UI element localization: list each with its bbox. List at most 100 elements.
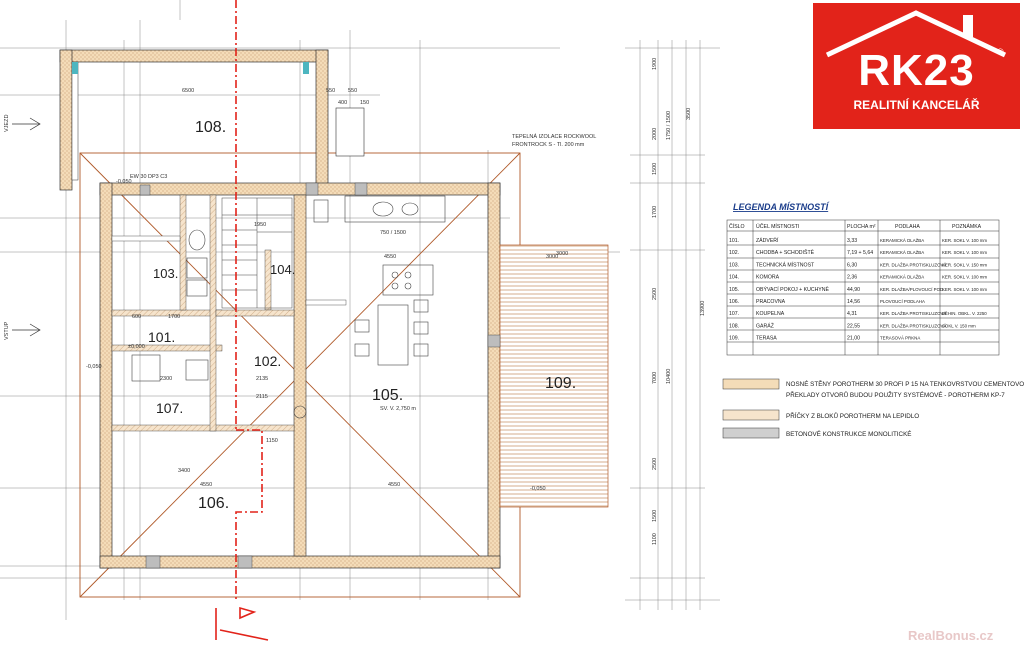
legend-cell: 21,00 (847, 336, 860, 342)
kitchen-furniture (313, 195, 446, 366)
room-label-105: 105. (372, 387, 403, 404)
legend-cell: PLOVOUCÍ PODLAHA (880, 299, 925, 304)
legend-cell: 3,33 (847, 238, 857, 244)
legend-cell: 22,55 (847, 323, 860, 329)
legend-cell: 4,31 (847, 311, 857, 317)
legend-cell: TERASOVÁ PRKNA (880, 336, 920, 341)
legend-col-note: POZNÁMKA (952, 223, 982, 230)
dim-top-0: 6500 (182, 88, 194, 94)
legend-cell: KER. SOKL V. 100 mm (942, 287, 987, 292)
legend-cell: 14,56 (847, 299, 860, 305)
material-label-concrete: BETONOVÉ KONSTRUKCE MONOLITICKÉ (786, 429, 912, 438)
dim-right-4: 1750 / 1500 (666, 111, 672, 140)
dim-right-1: 2000 (652, 128, 658, 140)
level-garage: -0,050 (116, 179, 132, 185)
dim-right-13: 3000 (556, 251, 568, 257)
dim-mid-7: 2115 (256, 394, 268, 400)
dim-right-12: 1100 (652, 533, 658, 545)
house-walls (99, 182, 501, 569)
dim-right-9: 13900 (700, 301, 706, 316)
logo-registered: ® (997, 47, 1004, 57)
company-logo: RK23 ® REALITNÍ KANCELÁŘ (813, 3, 1020, 129)
dim-top-4: 150 (360, 100, 369, 106)
legend-cell: KER. SOKL V. 150 mm (942, 262, 987, 267)
legend-cell: BĚHIN. OBKL. V. 2250 (942, 311, 987, 316)
room-label-104: 104. (270, 262, 295, 277)
legend-cell: KER. DLAŽBA PROTISKLUZOVÁ (880, 323, 946, 328)
concrete-columns (139, 182, 501, 569)
terrace (499, 244, 609, 508)
legend-cell: TECHNICKÁ MÍSTNOST (756, 261, 815, 268)
legend-cell: 44,90 (847, 287, 860, 293)
legend-cell: 108. (729, 323, 739, 329)
room-label-102: 102. (254, 353, 281, 369)
dim-mid-8: 1150 (266, 438, 278, 444)
legend-table (726, 219, 1000, 356)
logo-subtitle: REALITNÍ KANCELÁŘ (853, 98, 980, 112)
legend-cell: KER. DLAŽBA/PLOVOUCÍ POD. (880, 287, 944, 292)
legend-col-purpose: ÚČEL MÍSTNOSTI (756, 223, 799, 230)
watermark: RealBonus.cz (908, 628, 994, 643)
room-label-109: 109. (545, 375, 576, 392)
dim-right-5: 1700 (652, 206, 658, 218)
section-line (235, 0, 263, 600)
insulation-label-2: FRONTROCK S - Tl. 200 mm (512, 142, 585, 148)
dim-mid-2: 3000 (546, 254, 558, 260)
material-label-bearing-2: PŘEKLADY OTVORŮ BUDOU POUŽITY SYSTÉMOVÉ … (786, 390, 1005, 399)
garage-walls (59, 49, 365, 191)
legend-col-floor: PODLAHA (895, 224, 920, 230)
legend-cell: 109. (729, 336, 739, 342)
material-swatch-bearing (722, 378, 780, 390)
dim-mid-5: 2300 (160, 376, 172, 382)
legend-cell: KERAMICKÁ DLAŽBA (880, 275, 924, 280)
legend-cell: KOMORA (756, 275, 780, 281)
dim-mid-11: 4550 (388, 482, 400, 488)
material-swatch-partition (722, 409, 780, 421)
level-terrace: -0,050 (530, 486, 546, 492)
room-label-103: 103. (153, 266, 178, 281)
legend-cell: KER. SOKL V. 100 mm (942, 250, 987, 255)
dim-right-11: 1500 (652, 510, 658, 522)
dim-right-8: 10400 (666, 369, 672, 384)
legend-cell: KER. DLAŽBA PROTISKLUZOVÁ (880, 262, 946, 267)
material-swatch-concrete (722, 427, 780, 439)
dim-right-0: 1900 (652, 58, 658, 70)
legend-cell: 101. (729, 238, 739, 244)
legend-cell: 103. (729, 262, 739, 268)
dim-mid-6: 2135 (256, 376, 268, 382)
legend-cell: ZÁDVEŘÍ (756, 236, 779, 244)
legend-cell: OBÝVACÍ POKOJ + KUCHYNĚ (756, 285, 830, 293)
dim-mid-10: 4550 (200, 482, 212, 488)
entry-arrows (12, 117, 41, 337)
legend-cell: SOKL V. 150 mm (942, 323, 976, 328)
legend-col-area: PLOCHA m² (847, 224, 876, 230)
legend-cell: 104. (729, 275, 739, 281)
legend-cell: KERAMICKÁ DLAŽBA (880, 238, 924, 243)
dim-mid-9: 3400 (178, 468, 190, 474)
legend-cell: KER. DLAŽBA PROTISKLUZOVÁ (880, 311, 946, 316)
dim-mid-1: 4550 (384, 254, 396, 260)
dim-top-3: 550 (348, 88, 357, 94)
dim-mid-12: 750 / 1500 (380, 230, 406, 236)
legend-cell: CHODBA + SCHODIŠTĚ (756, 248, 815, 256)
entry-car-label: VJEZD (4, 115, 10, 132)
legend-cell: KOUPELNA (756, 311, 785, 317)
legend-cell: GARÁŽ (756, 321, 774, 329)
dim-mid-0: 1950 (254, 222, 266, 228)
legend-cell: TERASA (756, 336, 777, 342)
legend-cell: 2,36 (847, 275, 857, 281)
legend-title: LEGENDA MÍSTNOSTÍ (733, 202, 830, 212)
dim-top-1: 550 (326, 88, 335, 94)
entry-label: VSTUP (4, 321, 10, 340)
legend-header: ČÍSLO ÚČEL MÍSTNOSTI PLOCHA m² PODLAHA P… (729, 223, 982, 230)
legend-cell: 7,19 + 5,64 (847, 250, 873, 256)
legend-cell: 105. (729, 287, 739, 293)
legend-cell: 6,30 (847, 262, 857, 268)
bathroom-fixtures (131, 229, 307, 419)
legend-cell: 106. (729, 299, 739, 305)
room-label-107: 107. (156, 400, 183, 416)
legend-cell: KER. SOKL V. 100 mm (942, 275, 987, 280)
roof-logo-icon (825, 10, 1007, 58)
level-exterior: -0,050 (86, 364, 102, 370)
